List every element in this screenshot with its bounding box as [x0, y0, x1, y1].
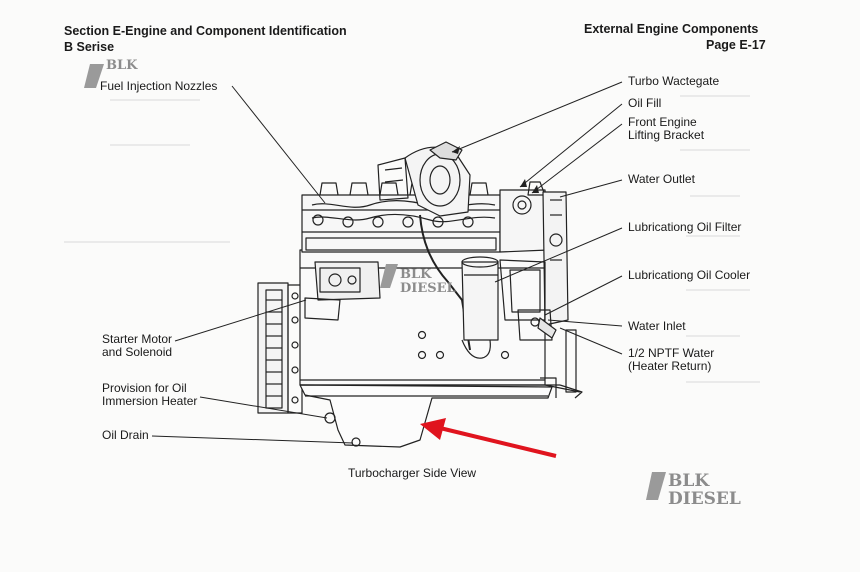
- label-water-inlet: Water Inlet: [628, 319, 686, 333]
- label-fuel-injection-nozzles: Fuel Injection Nozzles: [100, 79, 218, 93]
- label-oil-cooler: Lubricationg Oil Cooler: [628, 268, 751, 282]
- red-arrow-icon: [420, 418, 557, 458]
- series-title: B Serise: [64, 40, 115, 54]
- watermark-center: BLK DIESEL: [400, 267, 456, 296]
- section-title: Section E-Engine and Component Identific…: [64, 24, 347, 38]
- watermark-bottom: BLK DIESEL: [668, 471, 741, 509]
- figure-caption: Turbocharger Side View: [348, 466, 477, 480]
- label-starter-motor: Starter Motor and Solenoid: [102, 332, 173, 359]
- label-oil-filter: Lubricationg Oil Filter: [628, 220, 742, 234]
- label-oil-immersion-heater: Provision for Oil Immersion Heater: [102, 381, 198, 408]
- label-oil-fill: Oil Fill: [628, 96, 662, 110]
- label-nptf-water: 1/2 NPTF Water (Heater Return): [628, 346, 715, 373]
- label-oil-drain: Oil Drain: [102, 428, 149, 442]
- label-water-outlet: Water Outlet: [628, 172, 695, 186]
- page-number: Page E-17: [706, 38, 766, 52]
- components-title: External Engine Components: [584, 22, 759, 36]
- label-lifting-bracket: Front Engine Lifting Bracket: [628, 115, 705, 142]
- blk-logo-icon: [84, 64, 666, 500]
- label-turbo-wastegate: Turbo Wactegate: [628, 74, 720, 88]
- watermark-top: BLK: [106, 58, 138, 73]
